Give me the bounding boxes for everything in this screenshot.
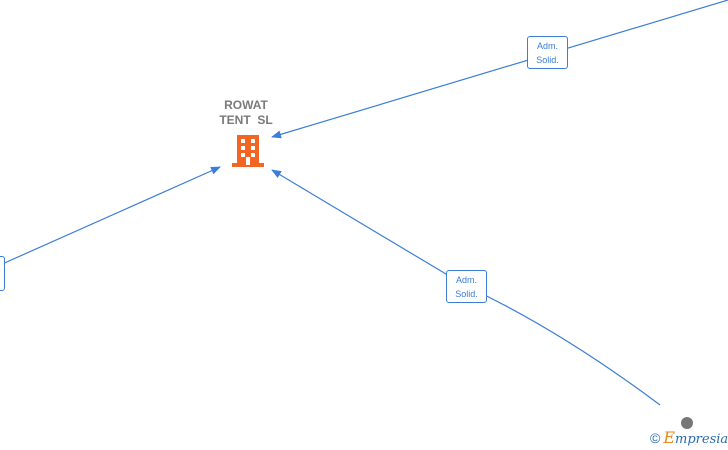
copyright-symbol: © xyxy=(650,430,661,446)
brand-name: mpresia xyxy=(675,432,728,447)
company-name-line-2: TENT SL xyxy=(219,113,273,127)
edge-line-top-right xyxy=(271,0,728,139)
brand-initial: E xyxy=(663,428,676,447)
edge-label-top-right[interactable]: Adm. Solid. xyxy=(527,36,568,69)
person-node-partial[interactable] xyxy=(681,417,693,429)
edge-label-line-2: Solid. xyxy=(536,55,559,65)
building-icon[interactable] xyxy=(232,135,264,167)
company-name-line-1: ROWAT xyxy=(224,98,268,112)
edge-label-line-2: Solid. xyxy=(455,289,478,299)
edge-label-line-1: Adm. xyxy=(455,275,477,285)
company-name[interactable]: ROWAT TENT SL xyxy=(206,98,286,128)
edge-label-line-1: Adm. xyxy=(536,41,558,51)
edge-line-left xyxy=(0,166,221,266)
edge-label-bottom-right[interactable]: Adm. Solid. xyxy=(446,270,487,303)
empresia-watermark: ©Empresia xyxy=(650,428,728,447)
edge-label-left-partial[interactable] xyxy=(0,256,5,291)
